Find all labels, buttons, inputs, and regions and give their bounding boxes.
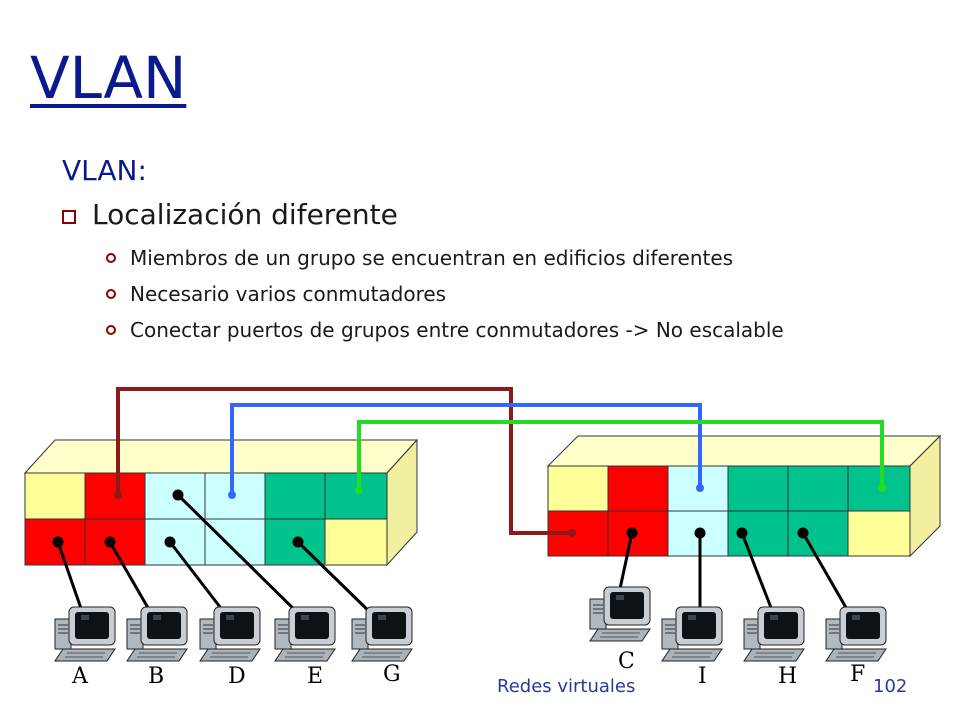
footer-label: Redes virtuales: [497, 676, 636, 697]
bullet-main: Localización diferente: [62, 198, 398, 231]
sub-bullet-text: Miembros de un grupo se encuentran en ed…: [130, 246, 734, 270]
computer-icon: [661, 606, 723, 662]
sub-bullet: Conectar puertos de grupos entre conmuta…: [106, 318, 784, 342]
green-vlan-link: [357, 420, 884, 490]
circle-bullet-icon: [106, 325, 116, 335]
computer-icon: [126, 606, 188, 662]
sub-bullet-text: Conectar puertos de grupos entre conmuta…: [130, 318, 784, 342]
pc-label-i: I: [698, 664, 707, 689]
pc-label-b: B: [148, 664, 165, 689]
pc-label-c: C: [618, 649, 635, 674]
switch-right: [546, 434, 942, 558]
pc-label-g: G: [383, 662, 401, 687]
computer-icon: [743, 606, 805, 662]
pc-label-d: D: [228, 664, 246, 689]
computer-icon: [589, 586, 651, 642]
computer-icon: [54, 606, 116, 662]
blue-vlan-link: [230, 403, 702, 495]
sub-bullet: Miembros de un grupo se encuentran en ed…: [106, 246, 733, 270]
sub-bullet: Necesario varios conmutadores: [106, 282, 446, 306]
computer-icon: [825, 606, 887, 662]
slide-title: VLAN: [30, 44, 187, 112]
lead-text: VLAN:: [62, 154, 147, 187]
computer-icon: [199, 606, 261, 662]
red-vlan-link: [116, 387, 572, 535]
sub-bullet-text: Necesario varios conmutadores: [130, 282, 447, 306]
circle-bullet-icon: [106, 253, 116, 263]
pc-label-e: E: [307, 664, 324, 689]
pc-label-h: H: [778, 664, 798, 689]
computer-icon: [351, 606, 413, 662]
computer-icon: [274, 606, 336, 662]
circle-bullet-icon: [106, 289, 116, 299]
bullet-main-text: Localización diferente: [92, 198, 398, 231]
pc-label-f: F: [850, 662, 866, 687]
page-number: 102: [873, 676, 908, 697]
pc-label-a: A: [72, 664, 88, 689]
square-bullet-icon: [62, 209, 76, 224]
